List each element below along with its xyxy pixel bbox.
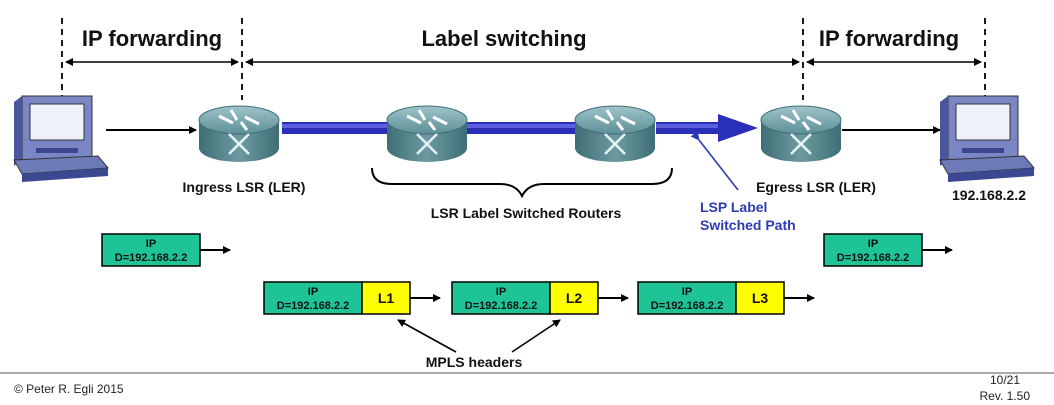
lsp-path bbox=[282, 114, 758, 142]
lsp-pointer-arrow bbox=[690, 130, 739, 191]
footer-page: 10/21 bbox=[990, 373, 1020, 387]
packet-dest-text: D=192.168.2.2 bbox=[115, 252, 187, 264]
ingress-label: Ingress LSR (LER) bbox=[183, 179, 306, 195]
egress-router-icon bbox=[760, 105, 842, 162]
packet-dest-text: D=192.168.2.2 bbox=[837, 252, 909, 264]
mpls-pointer-right bbox=[511, 319, 561, 353]
lsr-group-label: LSR Label Switched Routers bbox=[431, 205, 622, 221]
label-l2-text: L2 bbox=[566, 290, 583, 306]
packet-dest-text: D=192.168.2.2 bbox=[277, 300, 349, 312]
packet-ip-text: IP bbox=[868, 238, 878, 250]
packet-ip-text: IP bbox=[308, 286, 318, 298]
title-ip-forwarding-left: IP forwarding bbox=[82, 26, 222, 51]
egress-label: Egress LSR (LER) bbox=[756, 179, 876, 195]
label-l3-text: L3 bbox=[752, 290, 769, 306]
packet-ip-text: IP bbox=[496, 286, 506, 298]
ip-packet-egress: IP D=192.168.2.2 bbox=[823, 233, 953, 267]
ip-packet-ingress: IP D=192.168.2.2 bbox=[101, 233, 231, 267]
mpls-pointer-left bbox=[397, 319, 457, 353]
title-ip-forwarding-right: IP forwarding bbox=[819, 26, 959, 51]
title-label-switching: Label switching bbox=[421, 26, 586, 51]
lsp-label-line2: Switched Path bbox=[700, 217, 796, 233]
source-computer-icon bbox=[13, 95, 110, 182]
core-router-1-icon bbox=[386, 105, 468, 162]
packet-ip-text: IP bbox=[146, 238, 156, 250]
destination-ip-label: 192.168.2.2 bbox=[952, 187, 1026, 203]
label-l1-text: L1 bbox=[378, 290, 395, 306]
packet-dest-text: D=192.168.2.2 bbox=[651, 300, 723, 312]
lsp-label-line1: LSP Label bbox=[700, 199, 767, 215]
core-router-2-icon bbox=[574, 105, 656, 162]
footer-rev: Rev. 1.50 bbox=[980, 389, 1031, 403]
mpls-headers-label: MPLS headers bbox=[426, 354, 523, 370]
mpls-packet-l1: IP D=192.168.2.2 L1 bbox=[263, 281, 441, 315]
mpls-packet-l2: IP D=192.168.2.2 L2 bbox=[451, 281, 629, 315]
destination-computer-icon bbox=[939, 95, 1036, 182]
mpls-packet-l3: IP D=192.168.2.2 L3 bbox=[637, 281, 815, 315]
packet-ip-text: IP bbox=[682, 286, 692, 298]
footer-copyright: © Peter R. Egli 2015 bbox=[14, 382, 124, 396]
ingress-router-icon bbox=[198, 105, 280, 162]
packet-dest-text: D=192.168.2.2 bbox=[465, 300, 537, 312]
section-dividers bbox=[61, 18, 986, 100]
lsr-brace bbox=[371, 167, 673, 199]
